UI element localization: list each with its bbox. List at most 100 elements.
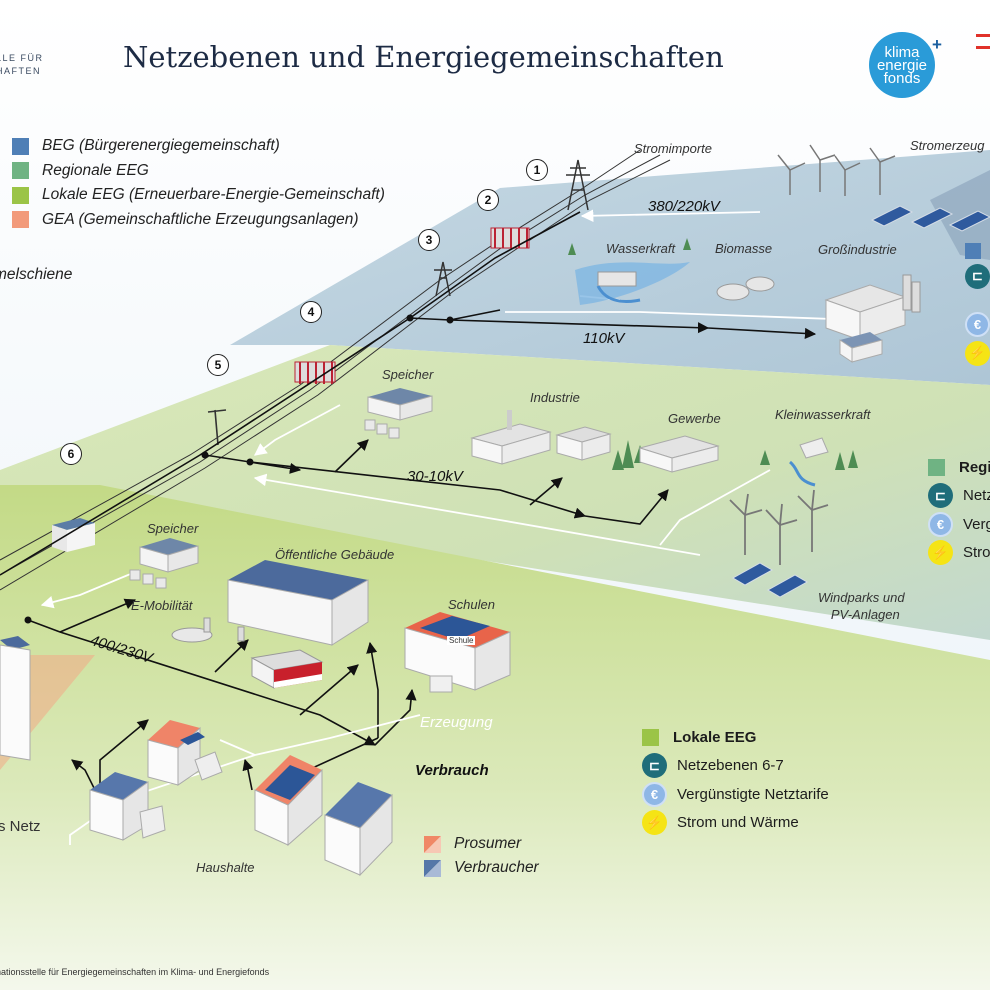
network-lines [0,211,817,801]
voltage-30-label: 30-10kV [407,468,463,485]
transmission-tower-110kv [434,261,452,297]
euro-icon: € [928,511,953,537]
panel-regional-item-3: ⚡Strom [928,539,990,568]
label-gewerbe: Gewerbe [668,411,721,426]
house-4 [324,782,393,877]
legend-label: Prosumer [454,835,522,852]
hydro-plant [575,262,690,305]
house-1 [147,720,223,786]
return-lines [40,209,861,845]
panel-lokal-item-text: Vergünstigte Netztarife [677,785,829,803]
label-industrie: Industrie [530,390,580,405]
panel-lokale-eeg: Lokale EEG ⊏ Netzebenen 6-7 € Vergünstigte… [642,723,829,837]
panel-lokal-item-1: ⊏ Netzebenen 6-7 [642,752,829,781]
small-hydro [788,437,829,487]
legend-item-gea: GEA (Gemeinschaftliche Erzeugungsanlagen… [12,208,385,233]
legend-label: GEA (Gemeinschaftliche Erzeugungsanlagen… [42,210,359,228]
lightning-icon: ⚡ [642,810,667,836]
level-marker-1: 1 [526,159,548,181]
legend-swatch [12,137,29,155]
austria-flag-icon [976,34,990,49]
storage-building-1 [364,388,433,439]
euro-icon: € [965,312,990,338]
house-2 [89,772,166,841]
org-line-1: LLE FÜR [0,53,44,63]
panel-lokal-item-2: € Vergünstigte Netztarife [642,780,829,809]
commercial-building [638,435,720,473]
solar-panels-2 [731,562,809,598]
legend-label: BEG (Bürgerenergiegemeinschaft) [42,137,280,155]
panel-regional-eeg: Regi ⊏Netz €Verg ⚡Strom [928,453,990,567]
panel-regional-title-row: Regi [928,453,990,482]
power-plug-icon: ⊏ [642,753,667,779]
label-stromimporte: Stromimporte [634,141,713,156]
klima-energiefonds-logo: klima energie fonds [869,32,935,98]
public-building [227,560,369,646]
label-speicher-1: Speicher [382,367,434,382]
legend-item-beg: BEG (Bürgerenergiegemeinschaft) [12,134,385,159]
org-name-fragment: LLE FÜR HAFTEN [0,52,44,78]
panel-lokal-title: Lokale EEG [673,728,757,746]
label-windparks-line-2: PV-Anlagen [830,607,900,622]
power-plug-icon: ⊏ [928,483,953,509]
panel-beg-item-1: ⊏ [965,262,990,291]
legend-item-prosumer: Prosumer [424,832,539,856]
bus [250,649,324,689]
panel-lokal-swatch [642,728,659,746]
footer-credit: nationsstelle für Energiegemeinschaften … [0,967,270,977]
level-marker-5: 5 [207,354,229,376]
panel-lokal-item-text: Netzebenen 6-7 [677,757,784,775]
panel-beg-swatch-row [965,240,990,262]
substation-1 [490,227,530,249]
legend-swatch [12,211,29,229]
substation-2 [294,361,336,384]
panel-beg: ⊏ € ⚡ [965,240,990,368]
label-kleinwasserkraft: Kleinwasserkraft [775,407,871,422]
label-oeffentliche-gebaeude: Öffentliche Gebäude [275,547,395,562]
label-stromerzeugung: Stromerzeug [910,138,985,153]
panel-beg-item-3: ⚡ [965,339,990,368]
label-haushalte: Haushalte [196,860,255,875]
panel-regional-title: Regi [959,458,990,476]
panel-regional-item-1: ⊏Netz [928,482,990,511]
level-marker-3: 3 [418,229,440,251]
house-3 [254,755,323,847]
medium-voltage-pole [207,409,227,446]
panel-lokal-item-text: Strom und Wärme [677,814,799,832]
level-marker-4: 4 [300,301,322,323]
panel-beg-swatch [965,243,981,259]
storage-building-2 [129,538,199,589]
industry-building [470,410,552,465]
label-netz: s Netz [0,818,41,835]
lightning-icon: ⚡ [928,540,953,566]
legend-label: Regionale EEG [42,161,149,179]
org-line-2: HAFTEN [0,66,41,76]
biomass-plant [716,276,775,301]
euro-icon: € [642,781,667,807]
consumer-swatch [424,859,441,877]
wind-turbine-group-1 [777,144,896,196]
panel-lokal-item-3: ⚡ Strom und Wärme [642,809,829,838]
label-windparks: Windparks und PV-Anlagen [818,589,905,623]
solar-panels-1 [870,205,990,232]
lightning-icon: ⚡ [965,340,990,366]
legend-item-local: Lokale EEG (Erneuerbare-Energie-Gemeinsc… [12,183,385,208]
label-speicher-2: Speicher [147,521,199,536]
label-grossindustrie: Großindustrie [818,242,897,257]
voltage-110-label: 110kV [583,330,625,347]
community-type-legend: BEG (Bürgerenergiegemeinschaft) Regional… [12,134,385,232]
logo-plus: + [932,35,942,54]
apartment-tower [0,636,31,761]
level-marker-6: 6 [60,443,82,465]
transmission-tower [566,159,590,211]
label-biomasse: Biomasse [715,241,773,256]
label-erzeugung: Erzeugung [420,714,493,731]
prosumer-swatch [424,835,441,853]
panel-regional-item-2: €Verg [928,510,990,539]
logo-line-2: energie [876,56,928,74]
prosumer-legend: Prosumer Verbraucher [424,832,539,880]
page-title: Netzebenen und Energiegemeinschaften [123,40,724,74]
label-verbrauch: Verbrauch [415,762,489,779]
legend-item-verbraucher: Verbraucher [424,856,539,880]
